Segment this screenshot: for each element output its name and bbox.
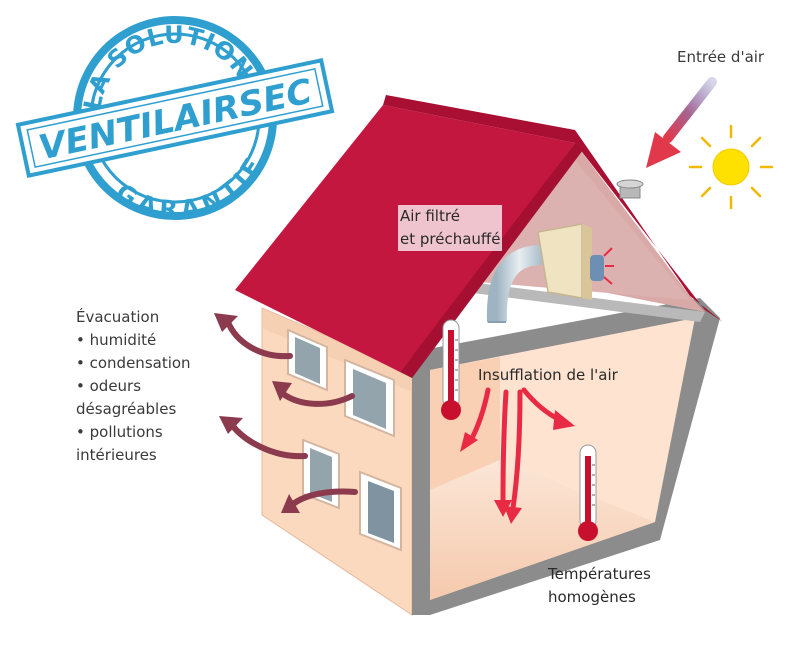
evacuation-title: Évacuation — [76, 308, 160, 326]
temperatures-line-2: homogènes — [548, 588, 636, 606]
evacuation-list: Évacuation • humidité • condensation • o… — [76, 306, 206, 467]
evacuation-item: • condensation — [76, 354, 191, 372]
ventilation-unit-icon — [486, 223, 614, 323]
roof-vent-icon — [616, 179, 644, 199]
window — [287, 328, 328, 392]
evacuation-item: • odeurs désagréables — [76, 377, 177, 418]
temperatures-line-1: Températures — [548, 565, 651, 583]
exhaust-arrow-icon — [225, 319, 358, 508]
evacuation-item: • humidité — [76, 331, 157, 349]
evacuation-item-text: pollutions intérieures — [76, 423, 163, 464]
svg-text:GARANTIE: GARANTIE — [107, 149, 276, 239]
interior-floor — [430, 460, 655, 600]
evacuation-item-text: condensation — [89, 354, 191, 372]
filtered-air-line-1: Air filtré — [400, 207, 460, 225]
window — [359, 470, 402, 552]
evacuation-item-text: odeurs désagréables — [76, 377, 177, 418]
air-entry-label: Entrée d'air — [677, 48, 765, 66]
evacuation-item-text: humidité — [89, 331, 157, 349]
filtered-air-line-2: et préchauffé — [400, 230, 501, 248]
stamp-bottom-text: GARANTIE — [107, 149, 276, 239]
filtered-air-label: Air filtré et préchauffé — [398, 205, 503, 251]
insufflation-label: Insufflation de l'air — [478, 366, 618, 384]
thermometer-icon — [441, 319, 461, 420]
house — [235, 95, 723, 616]
evacuation-item: • pollutions intérieures — [76, 423, 163, 464]
sun-icon — [688, 124, 774, 210]
air-inlet-arrow-icon — [646, 77, 717, 168]
stamp-banner — [15, 57, 335, 179]
thermometer-icon — [578, 444, 598, 541]
temperatures-label: Températures homogènes — [548, 563, 651, 609]
